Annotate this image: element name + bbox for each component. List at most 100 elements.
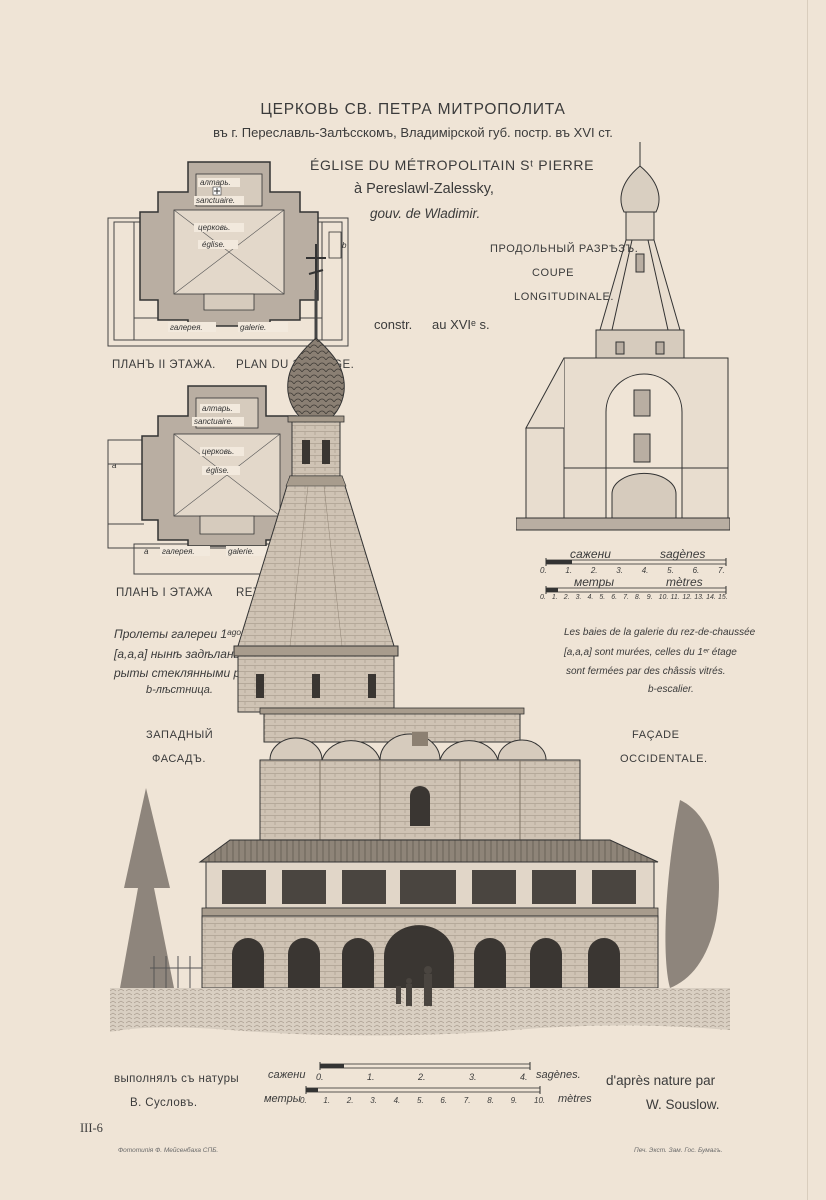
scale-tick-label: 6. — [440, 1096, 448, 1105]
scale-tick-label: 4. — [520, 1072, 528, 1082]
title-french: ÉGLISE DU MÉTROPOLITAIN Sᵗ PIERRE — [310, 157, 595, 173]
facade-scale-sazheni-ticks: 0. 1. 2. 3. 4. — [316, 1072, 532, 1084]
subtitle-russian: въ г. Переславль-Залѣсскомъ, Владимірско… — [213, 125, 613, 140]
facade-scale-sazheni-label: сажени — [268, 1069, 306, 1081]
lower-altar-ru: алтарь. — [202, 404, 233, 413]
lower-church-fr: église. — [206, 466, 229, 475]
section-scale-sazheni-label: сажени — [570, 547, 611, 561]
facade-caption-ru-1: ЗАПАДНЫЙ — [146, 729, 214, 741]
upper-gallery-ru: галерея. — [170, 323, 203, 332]
scale-tick-label: 7. — [463, 1096, 471, 1105]
scale-tick-label: 6. — [611, 594, 618, 601]
scale-tick-label: 5. — [599, 594, 606, 601]
scale-tick-label: 0. — [540, 566, 547, 575]
scale-tick-label: 0. — [316, 1072, 324, 1082]
subtitle-french-city: à Pereslawl-Zalessky, — [354, 181, 494, 197]
lower-bay-letter-bottom: a — [144, 547, 149, 556]
lower-altar-fr: sanctuaire. — [194, 417, 233, 426]
scale-tick-label: 13. — [694, 594, 704, 601]
western-facade-drawing — [110, 244, 730, 1036]
construction-label: constr. — [374, 317, 413, 332]
scale-tick-label: 5. — [417, 1096, 424, 1105]
scale-tick-label: 2. — [346, 1096, 354, 1105]
lower-gallery-ru: галерея. — [162, 547, 195, 556]
note-ru-line-1: Пролеты галереи 1ᵃᵍᵒ этажа — [114, 627, 282, 641]
author-ru-line-1: выполнялъ съ натуры — [114, 1073, 240, 1085]
scale-tick-label: 1. — [551, 594, 558, 601]
scale-tick-label: 7. — [718, 566, 725, 575]
note-fr-stair: b-escalier. — [648, 684, 694, 695]
author-ru-line-2: В. Сусловъ. — [130, 1097, 198, 1109]
author-fr-line-2: W. Souslow. — [646, 1097, 720, 1112]
upper-altar-ru: алтарь. — [200, 178, 231, 187]
scale-tick-label: 1. — [323, 1096, 331, 1105]
note-fr-line-1: Les baies de la galerie du rez-de-chauss… — [564, 627, 756, 638]
scale-tick-label: 1. — [367, 1072, 375, 1082]
section-scale-metry-ticks: 0.1.2.3.4.5.6.7.8.9.10.11.12.13.14.15. — [540, 594, 730, 606]
facade-scale-metry-label: метры — [264, 1093, 301, 1105]
lower-floor-plan: алтарь. sanctuaire. церковь. église. гал… — [107, 385, 337, 575]
scale-tick-label: 15. — [718, 594, 728, 601]
scale-tick-label: 10. — [658, 594, 669, 601]
scale-tick-label: 12. — [682, 594, 693, 601]
scale-tick-label: 3. — [469, 1072, 477, 1082]
upper-altar-fr: sanctuaire. — [196, 196, 235, 205]
section-scale-sazheni-ticks: 0. 1. 2. 3. 4. 5. 6. 7. — [540, 566, 730, 578]
facade-scale-sagenes-label: sagènes. — [536, 1069, 581, 1081]
scale-tick-label: 5. — [667, 566, 674, 575]
section-scale-metry-label: метры — [574, 575, 615, 589]
upper-church-fr: église. — [202, 240, 225, 249]
scale-tick-label: 4. — [587, 594, 594, 601]
note-fr-line-3: sont fermées par des châssis vitrés. — [566, 666, 726, 677]
lower-plan-caption-ru: ПЛАНЪ I ЭТАЖА — [116, 587, 213, 599]
scale-tick-label: 0. — [540, 594, 546, 601]
facade-scale-metry-bar — [305, 1086, 541, 1094]
section-caption-fr-1: COUPE — [532, 267, 575, 279]
facade-caption-fr-1: FAÇADE — [632, 729, 680, 741]
upper-stair-letter: b — [342, 241, 347, 250]
facade-scale-metry-ticks: 0. 1. 2. 3. 4. 5. 6. 7. 8. 9. 10. — [300, 1096, 546, 1108]
construction-date: au XVIᵉ s. — [432, 317, 490, 332]
scale-tick-label: 3. — [575, 594, 582, 601]
section-scale-metry-bar — [545, 586, 727, 594]
note-ru-stair: b-лѣстница. — [146, 684, 213, 696]
section-scale-metres-label: mètres — [666, 575, 703, 589]
scale-tick-label: 11. — [670, 594, 680, 601]
upper-church-ru: церковь. — [198, 223, 230, 232]
scale-tick-label: 8. — [487, 1096, 494, 1105]
facade-scale-sazheni-bar — [319, 1062, 531, 1070]
printer-credit-right: Печ. Экст. Зам. Гос. Бумагъ. — [634, 1147, 723, 1154]
section-caption-ru: ПРОДОЛЬНЫЙ РАЗРѢЗЪ. — [490, 243, 639, 255]
scale-tick-label: 4. — [393, 1096, 401, 1105]
section-scale-sazheni-bar — [545, 558, 727, 566]
scale-tick-label: 2. — [590, 566, 598, 575]
scale-tick-label: 6. — [692, 566, 700, 575]
upper-plan-caption-ru: ПЛАНЪ II ЭТАЖА. — [112, 359, 216, 371]
scale-tick-label: 9. — [646, 594, 653, 601]
author-fr-line-1: d'après nature par — [606, 1073, 716, 1088]
page-edge-line — [807, 0, 808, 1200]
facade-caption-fr-2: OCCIDENTALE. — [620, 753, 708, 765]
lower-gallery-fr: galerie. — [228, 547, 254, 556]
scale-tick-label: 3. — [616, 566, 623, 575]
lower-bay-letter-left: a — [112, 461, 117, 470]
plate-number: III-6 — [80, 1121, 103, 1135]
scale-tick-label: 2. — [418, 1072, 426, 1082]
facade-scale-metres-label: mètres — [558, 1093, 592, 1105]
title-russian: ЦЕРКОВЬ СВ. ПЕТРА МИТРОПОЛИТА — [260, 101, 566, 118]
scale-tick-label: 7. — [623, 594, 629, 601]
scale-tick-label: 14. — [706, 594, 716, 601]
lower-church-ru: церковь. — [202, 447, 234, 456]
scale-tick-label: 1. — [565, 566, 573, 575]
scale-tick-label: 0. — [300, 1096, 307, 1105]
scale-tick-label: 9. — [510, 1096, 518, 1105]
upper-gallery-fr: galerie. — [240, 323, 266, 332]
facade-caption-ru-2: ФАСАДЪ. — [152, 753, 207, 765]
scale-tick-label: 3. — [370, 1096, 377, 1105]
section-caption-fr-2: LONGITUDINALE. — [514, 291, 615, 303]
upper-floor-plan: алтарь. sanctuaire. церковь. église. гал… — [107, 161, 349, 347]
scale-tick-label: 10. — [534, 1096, 546, 1105]
longitudinal-section-drawing — [516, 142, 730, 531]
scale-tick-label: 8. — [634, 594, 641, 601]
scale-tick-label: 4. — [641, 566, 649, 575]
